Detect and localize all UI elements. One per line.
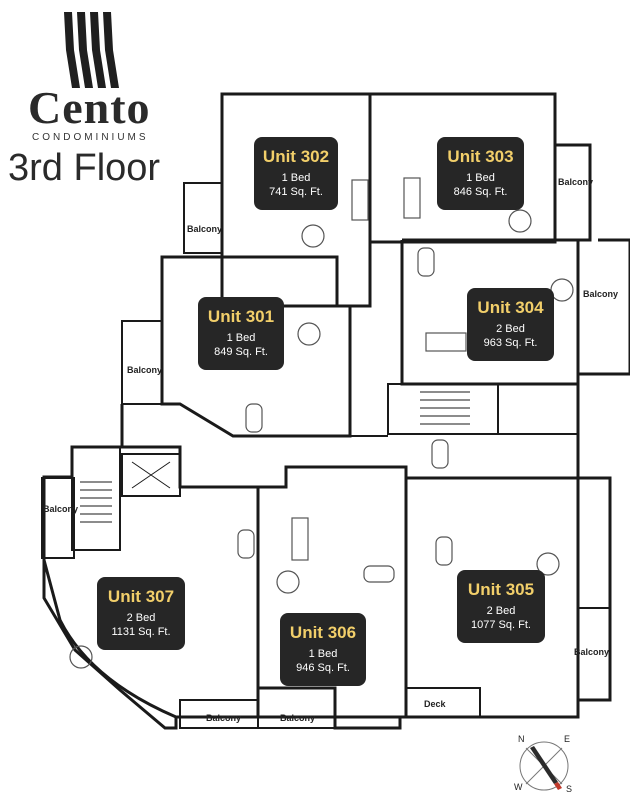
balcony-label-304: Balcony	[583, 289, 619, 299]
unit-area: 1077 Sq. Ft.	[471, 619, 531, 631]
unit-name: Unit 302	[262, 147, 330, 166]
unit-beds: 1 Bed	[466, 172, 495, 184]
table-303	[508, 209, 532, 233]
unit-name: Unit 303	[447, 147, 514, 166]
tub-304	[431, 439, 449, 469]
compass-n: N	[518, 734, 525, 744]
balcony-label-307: Balcony	[43, 504, 79, 514]
unit-name: Unit 305	[467, 580, 535, 599]
compass-e: E	[564, 734, 571, 744]
wall-unit-307	[120, 445, 260, 719]
unit-card-307[interactable]: Unit 307 2 Bed 1131 Sq. Ft.	[97, 577, 185, 650]
wall-balcony-307	[41, 477, 75, 559]
unit-area: 1131 Sq. Ft.	[111, 626, 171, 638]
compass-icon	[519, 741, 569, 791]
tub-301	[245, 403, 263, 433]
unit-card-306[interactable]: Unit 306 1 Bed 946 Sq. Ft.	[280, 613, 366, 686]
unit-beds: 1 Bed	[226, 332, 256, 344]
unit-area: 849 Sq. Ft.	[214, 346, 268, 358]
floor-title: 3rd Floor	[8, 147, 161, 189]
unit-card-301[interactable]: Unit 301 1 Bed 849 Sq. Ft.	[198, 297, 284, 370]
unit-card-303[interactable]: Unit 303 1 Bed 846 Sq. Ft.	[437, 137, 524, 210]
wall-elevator-x	[131, 461, 171, 489]
wall-stair-307-lines	[80, 481, 112, 523]
wall-elevator	[121, 453, 181, 497]
brand-name: Cento	[28, 82, 151, 133]
unit-beds: 2 Bed	[126, 612, 156, 624]
compass-s: S	[566, 784, 573, 794]
unit-beds: 2 Bed	[486, 605, 516, 617]
table-304	[550, 278, 574, 302]
balcony-label-301: Balcony	[127, 365, 163, 375]
table-301	[297, 322, 321, 346]
table-302	[301, 224, 325, 248]
wall-stair-lines	[420, 391, 470, 425]
table-306	[276, 570, 300, 594]
table-305	[536, 552, 560, 576]
tub-top	[417, 247, 435, 277]
wall-balcony-307b	[179, 699, 259, 729]
island-306	[291, 517, 309, 561]
tub-305	[435, 536, 453, 566]
unit-area: 846 Sq. Ft.	[453, 186, 508, 198]
unit-area: 946 Sq. Ft.	[296, 662, 350, 674]
compass: N E W S	[512, 734, 576, 798]
unit-card-304[interactable]: Unit 304 2 Bed 963 Sq. Ft.	[467, 288, 554, 361]
unit-card-305[interactable]: Unit 305 2 Bed 1077 Sq. Ft.	[457, 570, 545, 643]
island-304	[425, 332, 467, 352]
unit-beds: 1 Bed	[281, 172, 311, 184]
unit-name: Unit 301	[207, 307, 275, 326]
unit-name: Unit 306	[289, 623, 357, 642]
cento-logo-icon	[64, 12, 119, 88]
unit-area: 741 Sq. Ft.	[269, 186, 323, 198]
balcony-label-305: Balcony	[574, 647, 610, 657]
wall-stair-307	[71, 446, 121, 551]
unit-beds: 1 Bed	[308, 648, 338, 660]
unit-name: Unit 307	[107, 587, 175, 606]
balcony-label-307b: Balcony	[206, 713, 242, 723]
tub-307	[237, 529, 255, 559]
island-303	[403, 177, 421, 219]
balcony-label-306: Balcony	[280, 713, 316, 723]
wall-stair-core	[387, 383, 499, 435]
wall-balcony-305	[577, 607, 611, 701]
wall-balcony-303	[554, 144, 591, 241]
brand-subtitle: CONDOMINIUMS	[32, 132, 149, 143]
wall-corridor	[122, 403, 578, 437]
wall-balcony-301	[121, 320, 163, 405]
deck-label-305: Deck	[424, 699, 446, 709]
unit-name: Unit 304	[477, 298, 544, 317]
balcony-label-302: Balcony	[187, 224, 223, 234]
wall-unit-304	[402, 238, 630, 376]
balcony-label-303: Balcony	[558, 177, 594, 187]
unit-area: 963 Sq. Ft.	[483, 337, 538, 349]
tub-306	[363, 565, 395, 583]
compass-w: W	[514, 782, 523, 792]
island-302	[351, 179, 369, 221]
unit-card-302[interactable]: Unit 302 1 Bed 741 Sq. Ft.	[254, 137, 338, 210]
table-307	[69, 645, 93, 669]
wall-balcony-302	[183, 182, 223, 254]
wall-unit-307-curve	[42, 559, 177, 719]
unit-beds: 2 Bed	[496, 323, 525, 335]
